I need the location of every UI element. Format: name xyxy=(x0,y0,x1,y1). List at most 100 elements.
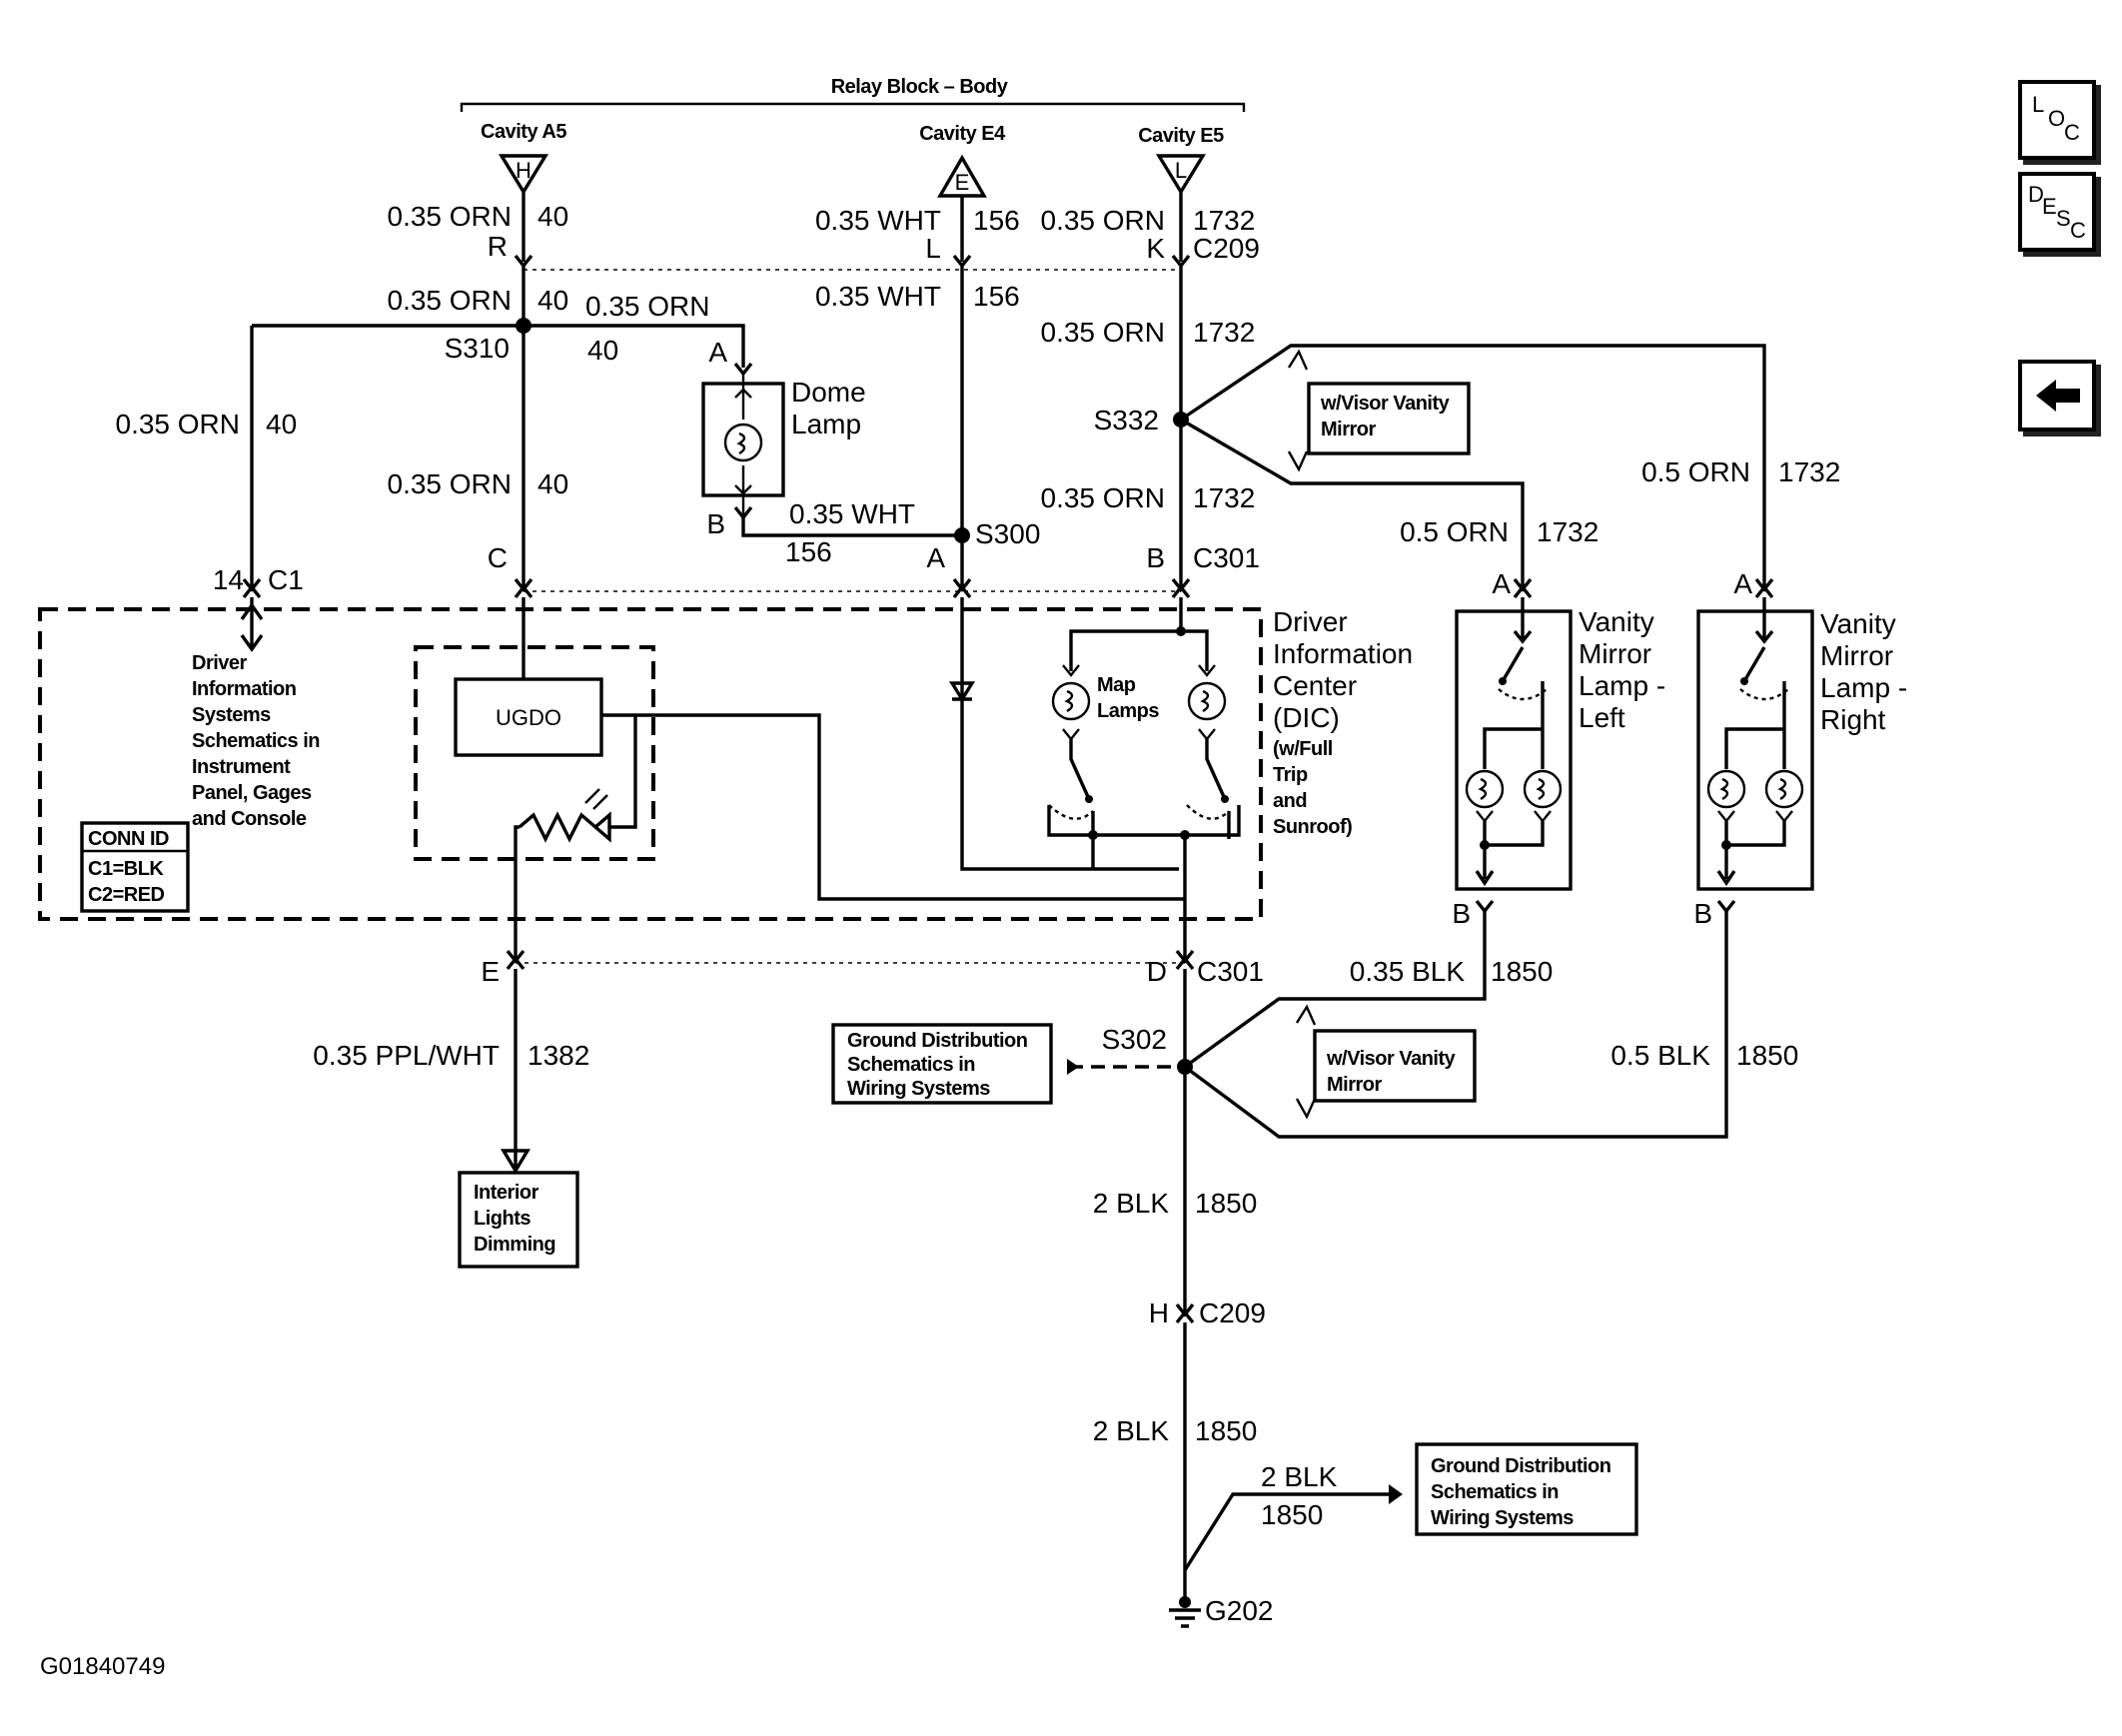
back-button[interactable] xyxy=(2018,360,2096,432)
vanity-left-label: Vanity xyxy=(1579,606,1654,637)
dic-note: Sunroof) xyxy=(1273,816,1352,838)
map-switch-left-contact xyxy=(1085,795,1093,803)
pin-label: A xyxy=(708,337,727,368)
visor-bottom-note: Mirror xyxy=(1327,1074,1383,1096)
dome-lamp-arrows xyxy=(734,388,752,495)
conn-id-box: CONN ID C1=BLK C2=RED xyxy=(80,821,190,913)
wire-number: 1732 xyxy=(1193,317,1255,348)
wire-label: 0.35 ORN xyxy=(1041,205,1166,236)
ugdo-module xyxy=(454,677,603,757)
splice-s300-label: S300 xyxy=(975,518,1040,549)
ugdo-boundary xyxy=(414,645,655,861)
vanity-left-label: Left xyxy=(1579,702,1625,733)
map-lamp-left-bulb-icon xyxy=(1051,681,1091,721)
map-switch-junction-right xyxy=(1180,830,1190,840)
wire-label: 0.35 WHT xyxy=(789,498,915,529)
wire-number: 156 xyxy=(785,536,832,567)
wire-ugdo-to-ground xyxy=(601,713,1185,901)
d-connector xyxy=(1175,949,1195,971)
pin-label: A xyxy=(1733,568,1752,599)
dic-label: Driver xyxy=(1273,606,1348,637)
wire-label: 0.35 ORN xyxy=(1041,482,1166,513)
pin-label: H xyxy=(1149,1298,1169,1328)
pin-e-label: E xyxy=(955,170,970,195)
conn-id-title: CONN ID xyxy=(88,828,169,850)
wire-number: 1732 xyxy=(1537,516,1598,547)
dis-note: Schematics in xyxy=(192,730,320,752)
wire-label: 0.5 BLK xyxy=(1610,1040,1710,1071)
wire-number: 40 xyxy=(537,468,568,499)
loc-icon: C xyxy=(2064,120,2080,145)
visor-bottom-note: w/Visor Vanity xyxy=(1326,1048,1457,1070)
map-lamps-label: Map xyxy=(1097,674,1136,696)
ugdo-label: UGDO xyxy=(496,705,561,730)
wire-label: 0.35 ORN xyxy=(116,409,241,439)
vanity-left-label: Lamp - xyxy=(1579,670,1665,701)
cavity-a5-terminal xyxy=(498,154,549,196)
pin-label: A xyxy=(926,542,945,573)
wire-left-mirror-ground xyxy=(1184,911,1487,1069)
cavity-e4-label: Cavity E4 xyxy=(919,123,1006,145)
visor-top-note-box xyxy=(1307,382,1471,455)
vanity-right-label: Mirror xyxy=(1820,640,1893,671)
cavity-a5-label: Cavity A5 xyxy=(481,121,566,143)
splice-s302-label: S302 xyxy=(1102,1024,1167,1055)
wire-led-to-e xyxy=(514,825,520,959)
map-lamp-arrows-top xyxy=(1062,664,1216,677)
desc-icon: D xyxy=(2028,182,2044,207)
wire-number: 1850 xyxy=(1736,1040,1798,1071)
relay-block-bracket xyxy=(460,102,1246,112)
wire-number: 1850 xyxy=(1195,1415,1257,1446)
wire-number: 1850 xyxy=(1491,956,1553,987)
wire-label: 0.35 ORN xyxy=(585,291,710,322)
connector-label: C301 xyxy=(1197,956,1264,987)
vanity-mirror-left-internals xyxy=(1465,597,1563,887)
map-lamp-arrows-bottom xyxy=(1062,728,1216,741)
wire-s332-to-right-mirror xyxy=(1180,344,1766,587)
ground-g202-label: G202 xyxy=(1205,1595,1274,1626)
wire-s332-to-left-mirror xyxy=(1180,418,1525,587)
pin-l-label: L xyxy=(1175,158,1187,183)
wire-right-mirror-ground xyxy=(1183,911,1728,1139)
pin-h-label: H xyxy=(516,158,531,183)
right-mirror-pin-a xyxy=(1754,577,1774,599)
wire-number: 1732 xyxy=(1778,456,1840,487)
desc-button[interactable]: D E S C xyxy=(2018,172,2096,252)
ground-dist-2-note: Wiring Systems xyxy=(1431,1507,1574,1529)
vanity-mirror-left-box xyxy=(1455,609,1573,891)
dis-arrow xyxy=(240,597,264,652)
wire-main-ground xyxy=(1175,969,1195,1602)
connector-label: C209 xyxy=(1193,233,1260,264)
map-lamps-junction xyxy=(1176,626,1186,636)
dis-note: Systems xyxy=(192,704,271,726)
wire-a5-trunk xyxy=(514,192,533,587)
interior-dim-note: Interior xyxy=(474,1182,539,1204)
vanity-right-label: Vanity xyxy=(1820,608,1896,639)
interior-dim-note: Lights xyxy=(474,1208,530,1230)
cavity-e5-terminal xyxy=(1155,154,1207,196)
pin-label: K xyxy=(1146,233,1165,264)
splice-s310-label: S310 xyxy=(445,333,510,364)
visor-top-note: Mirror xyxy=(1321,419,1377,440)
loc-icon: O xyxy=(2048,106,2066,131)
connector-label: C301 xyxy=(1193,542,1260,573)
map-lamp-filament-icons xyxy=(1064,689,1210,713)
pin-label: R xyxy=(488,231,508,262)
wire-label: 0.35 WHT xyxy=(815,281,941,312)
splice-s302 xyxy=(1177,1059,1193,1075)
loc-button[interactable]: L O C xyxy=(2018,80,2096,160)
relay-block-title: Relay Block – Body xyxy=(831,76,1009,98)
wire-ugdo-to-led xyxy=(609,715,637,829)
pin-label: D xyxy=(1147,956,1167,987)
dome-filament-icon xyxy=(736,432,746,455)
map-switch-junction-left xyxy=(1088,830,1098,840)
connector-label: C209 xyxy=(1199,1298,1266,1328)
dis-note: Panel, Gages xyxy=(192,782,312,804)
e-connector xyxy=(506,949,526,971)
desc-icon: E xyxy=(2042,194,2057,219)
wire-label: 0.5 ORN xyxy=(1400,516,1509,547)
wire-number: 1850 xyxy=(1195,1188,1257,1219)
back-arrow-icon xyxy=(2036,380,2080,412)
conn-id-entry: C1=BLK xyxy=(88,858,164,880)
dis-note: and Console xyxy=(192,808,307,830)
